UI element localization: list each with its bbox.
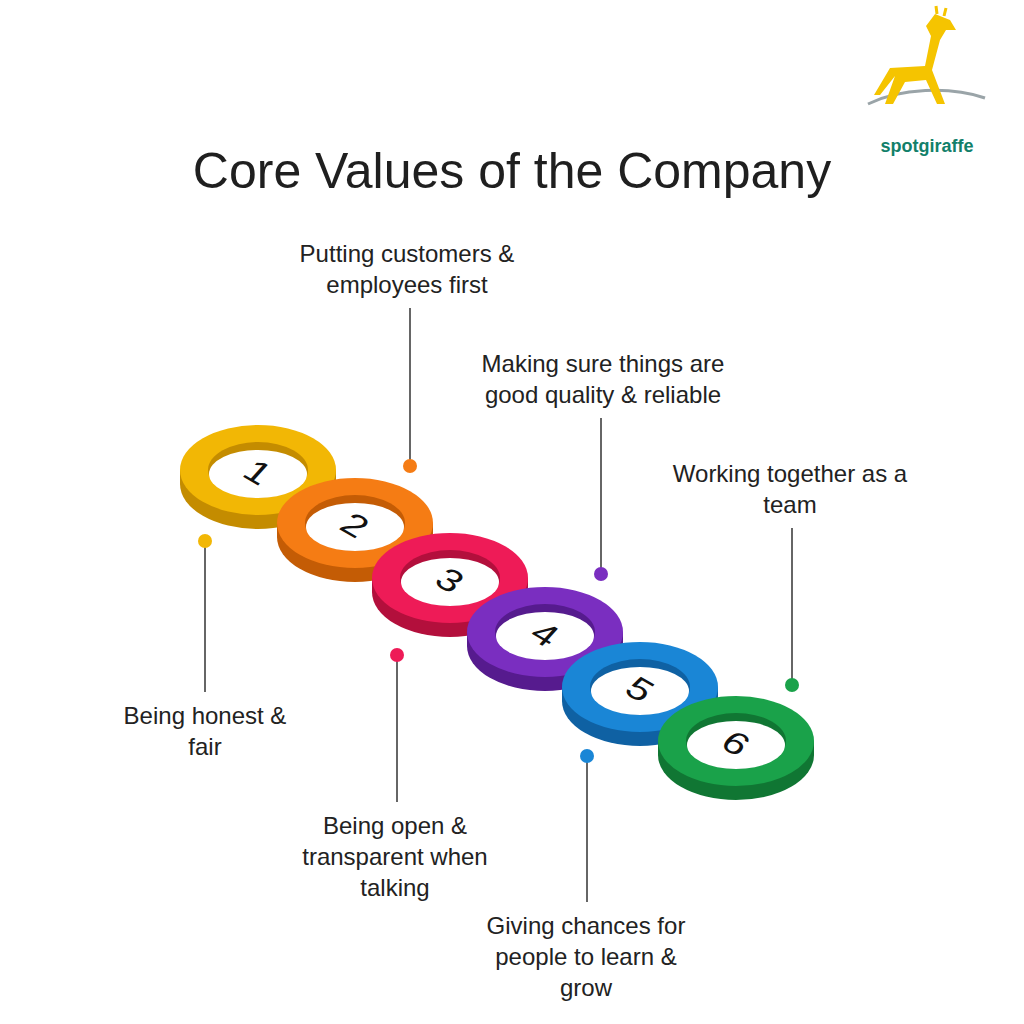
leader-line	[409, 308, 411, 466]
logo-text: spotgiraffe	[862, 136, 992, 157]
leader-dot	[785, 678, 799, 692]
leader-line	[204, 541, 206, 692]
leader-dot	[198, 534, 212, 548]
value-label: Being honest & fair	[105, 700, 305, 762]
leader-line	[396, 655, 398, 802]
value-label: Working together as a team	[665, 458, 915, 520]
diagram-title: Core Values of the Company	[0, 142, 1024, 200]
leader-line	[600, 418, 602, 574]
leader-dot	[580, 749, 594, 763]
value-label: Making sure things are good quality & re…	[478, 348, 728, 410]
value-label: Giving chances for people to learn & gro…	[471, 910, 701, 1003]
leader-line	[586, 756, 588, 902]
giraffe-logo	[868, 6, 985, 104]
value-ring: 6Working together as a team	[651, 691, 821, 806]
leader-line	[791, 528, 793, 685]
leader-dot	[403, 459, 417, 473]
leader-dot	[390, 648, 404, 662]
leader-dot	[594, 567, 608, 581]
value-label: Being open & transparent when talking	[285, 810, 505, 903]
value-label: Putting customers & employees first	[282, 238, 532, 300]
